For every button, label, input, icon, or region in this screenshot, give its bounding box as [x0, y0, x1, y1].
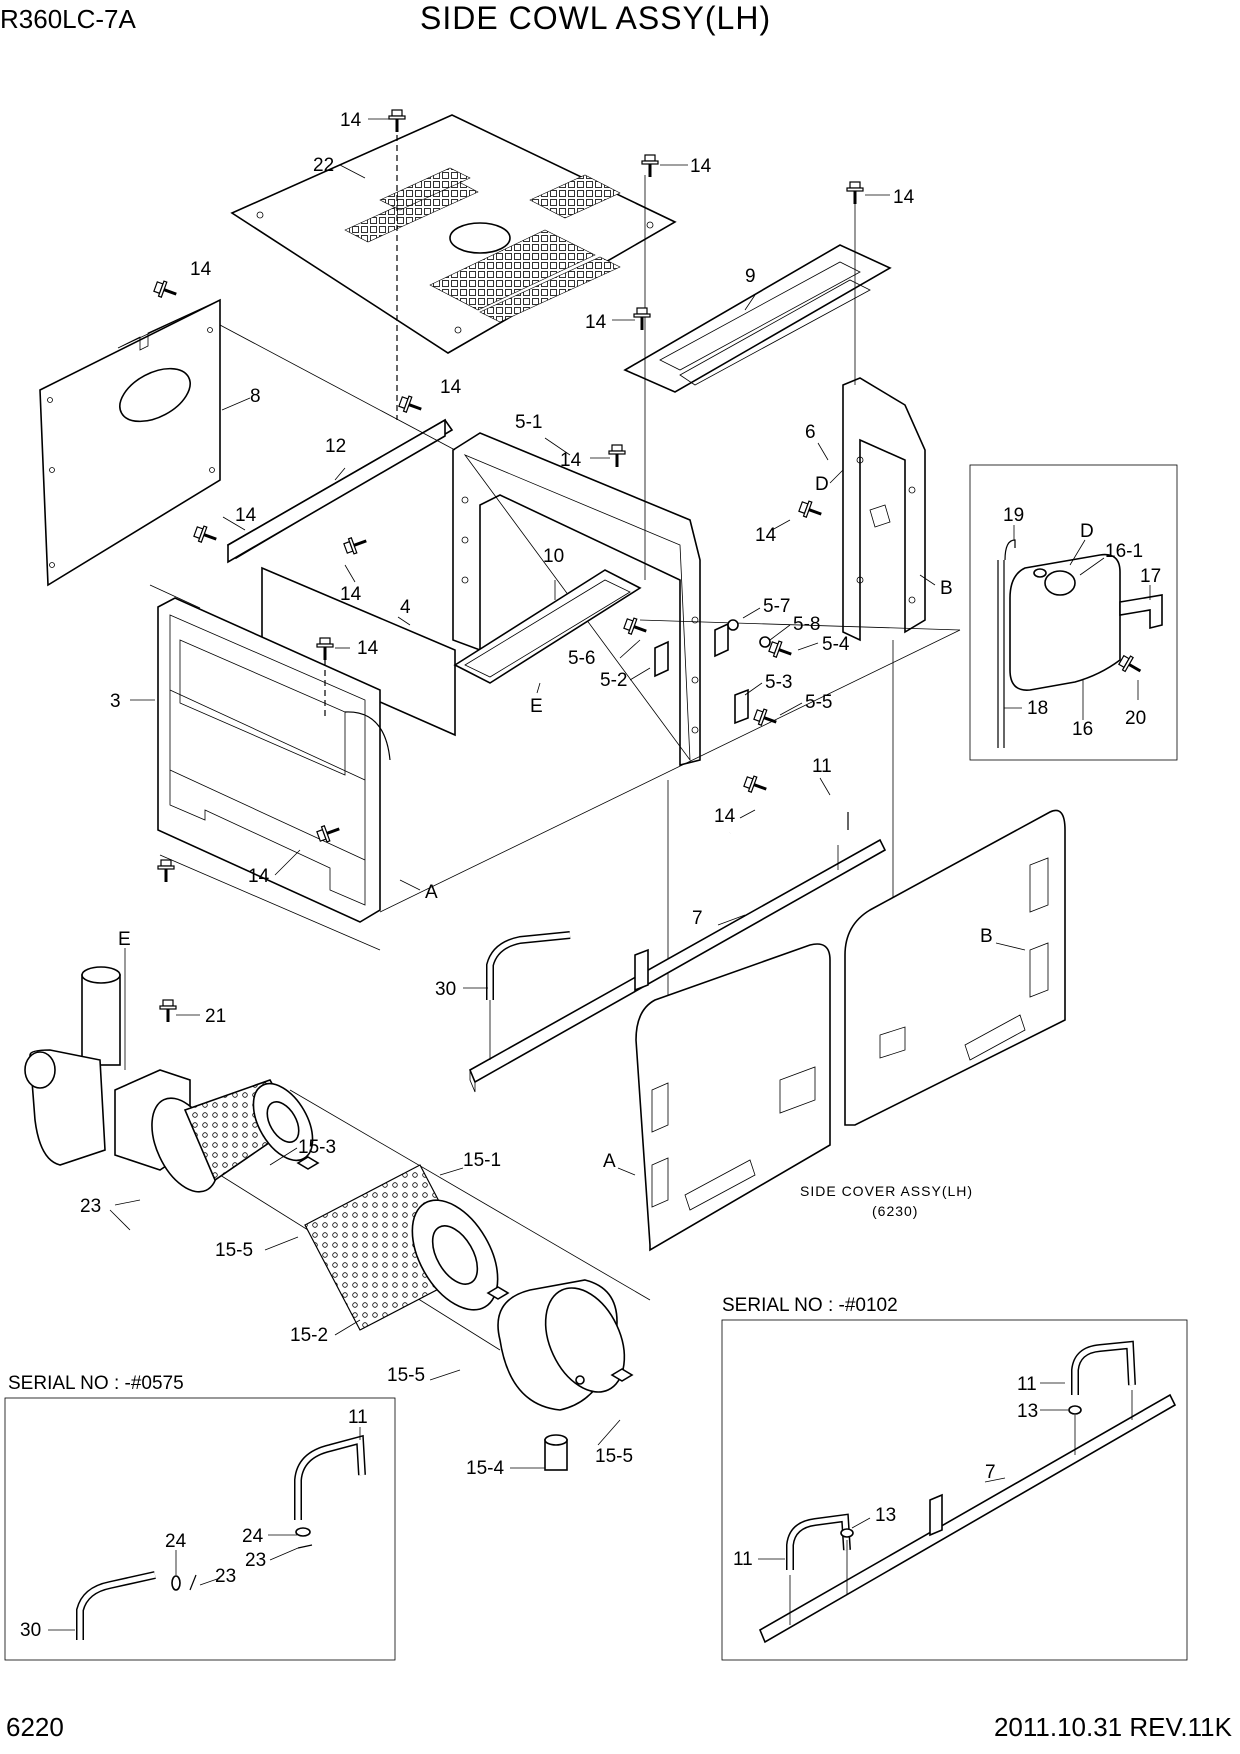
callout-11: 11: [348, 1407, 368, 1428]
callout-11: 11: [1017, 1374, 1037, 1395]
callout-15-3: 15-3: [298, 1137, 336, 1158]
revision-date: 2011.10.31 REV.11K: [993, 1712, 1232, 1742]
callout-5-1: 5-1: [515, 412, 542, 433]
callout-a: A: [425, 882, 438, 903]
air-cleaner-assy: [24, 966, 634, 1471]
inset-serial-0575: SERIAL NO : -#0575: [4, 1373, 396, 1661]
callout-23: 23: [80, 1196, 101, 1217]
callout-14: 14: [560, 450, 582, 471]
callout-labels: 14 22 14 14 14 9 14 8 14 5-1 12 14 6 D 1…: [20, 110, 1161, 1641]
callout-17: 17: [1140, 566, 1161, 587]
callout-b: B: [940, 578, 953, 599]
callout-5-8: 5-8: [793, 614, 820, 635]
side-cover-ref: (6230): [872, 1203, 918, 1219]
callout-10: 10: [543, 546, 564, 567]
callout-15-5: 15-5: [215, 1240, 253, 1261]
callout-b: B: [980, 926, 993, 947]
callout-e: E: [118, 929, 131, 950]
callout-14: 14: [190, 259, 212, 280]
callout-18: 18: [1027, 698, 1048, 719]
model-number: R360LC-7A: [0, 4, 136, 34]
callout-14: 14: [248, 866, 270, 887]
callout-20: 20: [1125, 708, 1146, 729]
callout-5-5: 5-5: [805, 692, 832, 713]
callout-19: 19: [1003, 505, 1024, 526]
callout-5-7: 5-7: [763, 596, 790, 617]
callout-6: 6: [805, 422, 816, 443]
callout-15-1: 15-1: [463, 1150, 501, 1171]
callout-14: 14: [340, 584, 362, 605]
page-number: 6220: [6, 1712, 64, 1742]
callout-5-3: 5-3: [765, 672, 792, 693]
callout-14: 14: [235, 505, 257, 526]
callout-11: 11: [733, 1549, 753, 1570]
callout-14: 14: [755, 525, 777, 546]
callout-3: 3: [110, 691, 121, 712]
hose-30: [486, 931, 571, 1060]
left-inset-serial: SERIAL NO : -#0575: [8, 1373, 184, 1394]
callout-15-2: 15-2: [290, 1325, 328, 1346]
callout-12: 12: [325, 436, 346, 457]
inset-serial-0102: SERIAL NO : -#0102: [721, 1295, 1188, 1661]
bracket-10: [453, 569, 642, 684]
callout-5-6: 5-6: [568, 648, 595, 669]
reservoir-inset: [969, 464, 1178, 761]
page-title: SIDE COWL ASSY(LH): [420, 0, 772, 36]
bracket-6: [842, 377, 926, 642]
side-cover-name: SIDE COVER ASSY(LH): [800, 1183, 973, 1199]
side-panel-8: [39, 298, 221, 587]
panel-4: [261, 566, 456, 737]
callout-13: 13: [1017, 1401, 1038, 1422]
callout-14: 14: [340, 110, 362, 131]
callout-5-4: 5-4: [822, 634, 850, 655]
callout-15-4: 15-4: [466, 1458, 504, 1479]
callout-16: 16: [1072, 719, 1093, 740]
callout-15-5: 15-5: [595, 1446, 633, 1467]
right-inset-serial: SERIAL NO : -#0102: [722, 1295, 898, 1316]
top-plate-22: [230, 114, 677, 354]
callout-21: 21: [205, 1006, 226, 1027]
callout-9: 9: [745, 266, 756, 287]
callout-a: A: [603, 1151, 616, 1172]
callout-5-2: 5-2: [600, 670, 627, 691]
callout-22: 22: [313, 155, 334, 176]
callout-11: 11: [812, 756, 832, 777]
callout-7: 7: [985, 1462, 996, 1483]
callout-14: 14: [690, 156, 712, 177]
callout-leaders: [48, 118, 1151, 1631]
callout-30: 30: [435, 979, 456, 1000]
callout-23: 23: [245, 1550, 266, 1571]
callout-16-1: 16-1: [1105, 541, 1143, 562]
callout-30: 30: [20, 1620, 41, 1641]
callout-4: 4: [400, 597, 411, 618]
callout-14: 14: [714, 806, 736, 827]
callout-7: 7: [692, 908, 703, 929]
callout-14: 14: [440, 377, 462, 398]
callout-d: D: [815, 474, 829, 495]
callout-8: 8: [250, 386, 261, 407]
callout-24: 24: [165, 1531, 187, 1552]
small-clips-5: [654, 619, 771, 725]
callout-14: 14: [357, 638, 379, 659]
callout-23: 23: [215, 1566, 236, 1587]
callout-24: 24: [242, 1526, 264, 1547]
callout-d: D: [1080, 521, 1094, 542]
callout-14: 14: [585, 312, 607, 333]
hose-11: [729, 796, 851, 836]
bracket-12: [226, 418, 454, 564]
callout-14: 14: [893, 187, 915, 208]
callout-15-5: 15-5: [387, 1365, 425, 1386]
side-cover-assy: SIDE COVER ASSY(LH) (6230): [635, 809, 1066, 1252]
bracket-9: [623, 244, 892, 393]
callout-13: 13: [875, 1505, 896, 1526]
frame-3: [157, 597, 391, 923]
bar-7: [468, 838, 887, 1093]
callout-e: E: [530, 696, 543, 717]
